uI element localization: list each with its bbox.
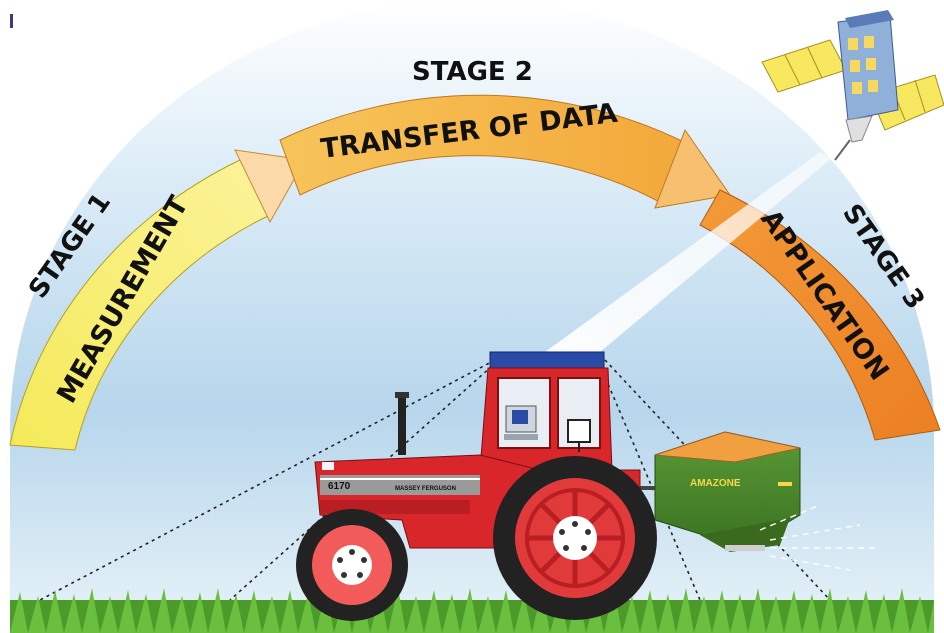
- stage1-band: [9, 149, 306, 451]
- tractor-model-number: 6170: [328, 481, 351, 492]
- tractor-brand: MASSEY FERGUSON: [395, 486, 456, 492]
- stage3-band: [699, 189, 941, 441]
- grass: [10, 588, 934, 633]
- display-terminal-icon: [567, 419, 591, 452]
- satellite-icon: [761, 10, 944, 161]
- computer-monitor-icon: [504, 405, 538, 440]
- fertilizer-spreader: AMAZONE: [640, 431, 880, 571]
- stage2-band: [279, 94, 731, 209]
- tractor: 6170 MASSEY FERGUSON: [296, 351, 657, 621]
- spreader-brand: AMAZONE: [690, 478, 741, 489]
- stage2-title: STAGE 2: [412, 57, 533, 87]
- signal-beam: [545, 152, 832, 352]
